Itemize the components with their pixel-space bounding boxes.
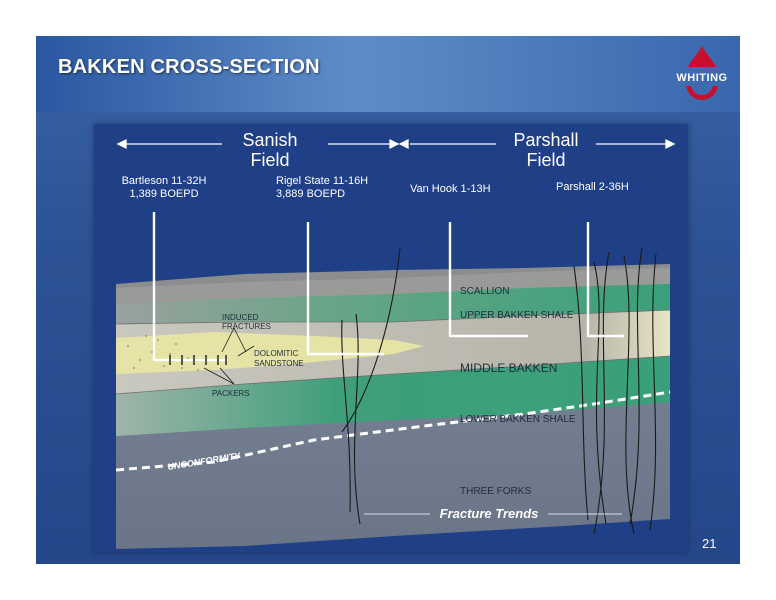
arrow-right-icon (665, 138, 676, 150)
sanish-field-label-line1: Sanish (242, 130, 297, 150)
packers-label: PACKERS (212, 389, 250, 398)
upper-shale-base-line (115, 309, 671, 325)
cross-section-diagram: Sanish Field Parshall Field Bartleson 11… (115, 130, 676, 549)
sanish-field-label-line2: Field (250, 150, 289, 170)
lower-bakken-shale-layer (116, 354, 670, 436)
arrow-right-icon (389, 138, 400, 150)
cross-section-panel: Sanish Field Parshall Field Bartleson 11… (94, 124, 688, 552)
layer-label-middle-bakken: MIDDLE BAKKEN (460, 361, 557, 375)
parshall-field-label-line1: Parshall (513, 130, 578, 150)
well-label-name: Rigel State 11-16H (276, 175, 368, 187)
middle-bakken-base-line (115, 355, 671, 395)
layer-label-three-forks: THREE FORKS (460, 486, 531, 497)
dolomitic-sandstone-label-line2: SANDSTONE (254, 359, 304, 368)
well-label-rate: 1,389 BOEPD (129, 188, 198, 200)
packer-marks (169, 355, 227, 365)
field-arrows (116, 138, 676, 150)
upper-formation-band (116, 264, 670, 288)
scallion-layer (116, 266, 670, 304)
well-label-name: Bartleson 11-32H (122, 175, 207, 187)
parshall-field-label-line2: Field (526, 150, 565, 170)
induced-fractures-label-line2: FRACTURES (222, 322, 271, 331)
van-hook-wellbore (448, 222, 528, 338)
dolomitic-sandstone-label-line1: DOLOMITIC (254, 349, 299, 358)
parshall-wellbore (586, 222, 624, 338)
page-number: 21 (702, 536, 717, 551)
induced-fractures-label-line1: INDUCED (222, 313, 259, 322)
well-label-name: Van Hook 1-13H (410, 183, 491, 195)
logo-drop-icon (686, 46, 718, 100)
fracture-trends-label: Fracture Trends (440, 506, 539, 521)
well-label-rate: 3,889 BOEPD (276, 188, 345, 200)
annotation-arrows (203, 327, 255, 385)
layer-label-lower-bakken: LOWER BAKKEN SHALE (460, 414, 576, 425)
slide-title: BAKKEN CROSS-SECTION (58, 56, 320, 78)
unconformity-line (115, 390, 671, 472)
header-bar: BAKKEN CROSS-SECTION WHITING (36, 36, 740, 112)
arrow-left-icon (398, 138, 409, 150)
layer-label-scallion: SCALLION (460, 286, 509, 297)
bartleson-wellbore (152, 212, 228, 362)
dolomitic-sandstone-lens (116, 332, 424, 374)
arrow-left-icon (116, 138, 127, 150)
sandstone-speckles (127, 335, 199, 371)
well-bores (152, 212, 624, 362)
slide: BAKKEN CROSS-SECTION WHITING (36, 36, 740, 564)
rigel-state-wellbore (306, 222, 384, 356)
layer-label-upper-bakken: UPPER BAKKEN SHALE (460, 310, 574, 321)
logo-text: WHITING (676, 72, 728, 84)
well-label-name: Parshall 2-36H (556, 181, 629, 193)
upper-bakken-shale-layer (116, 282, 670, 324)
whiting-logo: WHITING (670, 42, 734, 104)
fracture-lines (341, 247, 657, 535)
